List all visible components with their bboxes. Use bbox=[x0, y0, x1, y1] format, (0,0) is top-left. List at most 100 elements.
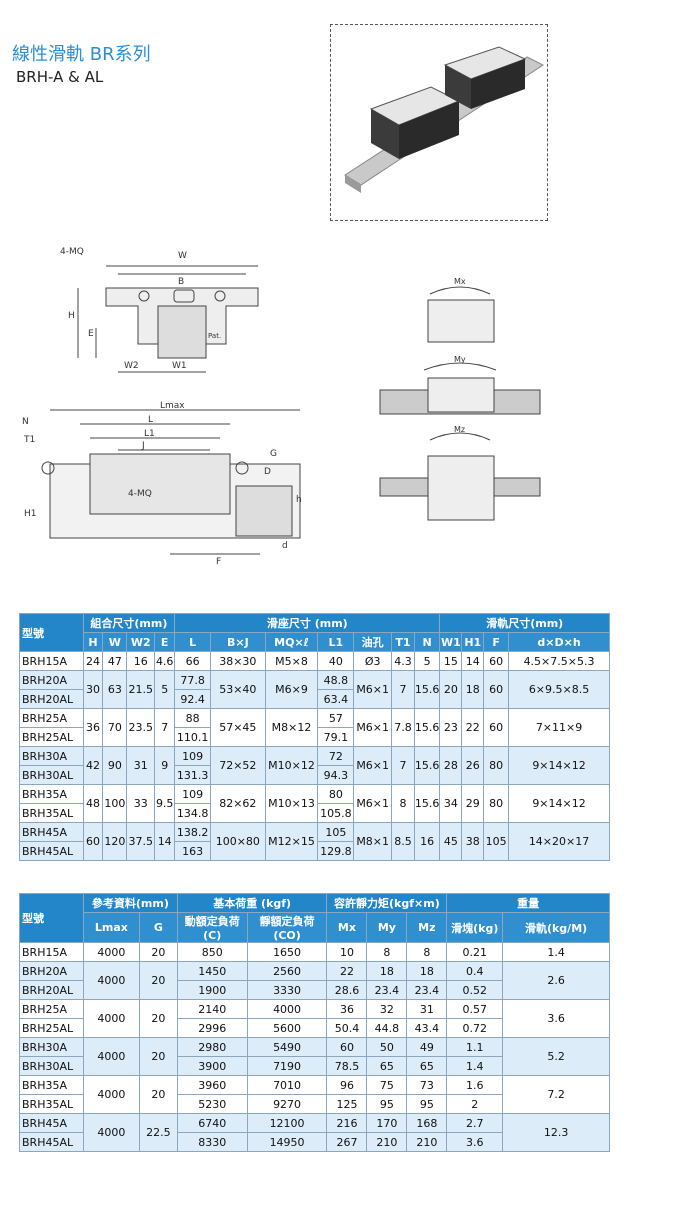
model-cell: BRH35AL bbox=[19, 803, 84, 823]
table2-col-header: Lmax bbox=[82, 912, 140, 943]
cell-bj: 82×62 bbox=[210, 784, 266, 823]
table1-header-assembly: 組合尺寸(mm) bbox=[82, 613, 176, 633]
cell-block: 0.52 bbox=[446, 980, 504, 1000]
cell-t1: 7 bbox=[391, 746, 415, 785]
cell-mz: 8 bbox=[406, 942, 448, 962]
model-cell: BRH20AL bbox=[19, 980, 84, 1000]
table2-col-header: 靜額定負荷(CO) bbox=[246, 912, 328, 943]
cell-my: 23.4 bbox=[366, 980, 408, 1000]
cell-l: 134.8 bbox=[174, 803, 212, 823]
cell-l1: 48.8 bbox=[317, 670, 355, 690]
cell-bj: 100×80 bbox=[210, 822, 266, 861]
table2-header-weight: 重量 bbox=[446, 893, 610, 913]
cell-block: 2 bbox=[446, 1094, 504, 1114]
cell-w2: 31 bbox=[126, 746, 156, 785]
table2-col-header: 滑塊(kg) bbox=[446, 912, 504, 943]
cell-g: 22.5 bbox=[138, 1113, 178, 1152]
cell-l1: 105.8 bbox=[317, 803, 355, 823]
cell-co: 7190 bbox=[246, 1056, 328, 1076]
table2-col-header: 滑軌(kg/M) bbox=[502, 912, 610, 943]
cell-mz: 210 bbox=[406, 1132, 448, 1152]
table2-col-header: 動額定負荷(C) bbox=[176, 912, 248, 943]
cell-my: 8 bbox=[366, 942, 408, 962]
table1-col-header: L1 bbox=[317, 632, 355, 652]
cell-l: 110.1 bbox=[174, 727, 212, 747]
cell-c: 6740 bbox=[176, 1113, 248, 1133]
model-cell: BRH15A bbox=[19, 942, 84, 962]
side-label-mq: 4-MQ bbox=[128, 489, 152, 499]
cell-n: 15.6 bbox=[413, 784, 441, 823]
cell-g: 20 bbox=[138, 1075, 178, 1114]
cell-mz: 65 bbox=[406, 1056, 448, 1076]
cell-block: 0.57 bbox=[446, 999, 504, 1019]
table1-col-header: L bbox=[174, 632, 212, 652]
cell-mx: 216 bbox=[326, 1113, 368, 1133]
cell-f: 60 bbox=[483, 708, 510, 747]
cell-my: 32 bbox=[366, 999, 408, 1019]
cell-mz: 95 bbox=[406, 1094, 448, 1114]
table2-header-model: 型號 bbox=[19, 893, 84, 943]
cell-my: 95 bbox=[366, 1094, 408, 1114]
cell-oil: M6×1 bbox=[353, 708, 393, 747]
cell-mx: 10 bbox=[326, 942, 368, 962]
table1-col-header: F bbox=[483, 632, 510, 652]
cell-block: 1.1 bbox=[446, 1037, 504, 1057]
cell-w2: 37.5 bbox=[126, 822, 156, 861]
cell-my: 75 bbox=[366, 1075, 408, 1095]
model-cell: BRH30A bbox=[19, 1037, 84, 1057]
table1-col-header: E bbox=[154, 632, 176, 652]
table2-col-header: My bbox=[366, 912, 408, 943]
front-label-pat: Pat. bbox=[208, 332, 221, 340]
model-cell: BRH45AL bbox=[19, 1132, 84, 1152]
cell-g: 20 bbox=[138, 942, 178, 962]
model-cell: BRH20AL bbox=[19, 689, 84, 709]
cell-lmax: 4000 bbox=[82, 1113, 140, 1152]
front-label-w2: W2 bbox=[124, 361, 139, 371]
model-cell: BRH15A bbox=[19, 651, 84, 671]
cell-l1: 57 bbox=[317, 708, 355, 728]
cell-c: 8330 bbox=[176, 1132, 248, 1152]
cell-e: 4.6 bbox=[154, 651, 176, 671]
cell-l: 109 bbox=[174, 746, 212, 766]
model-cell: BRH45AL bbox=[19, 841, 84, 861]
cell-lmax: 4000 bbox=[82, 961, 140, 1000]
cell-c: 3960 bbox=[176, 1075, 248, 1095]
cell-bj: 53×40 bbox=[210, 670, 266, 709]
cell-h1: 38 bbox=[461, 822, 485, 861]
cell-t1: 4.3 bbox=[391, 651, 415, 671]
cell-l1: 63.4 bbox=[317, 689, 355, 709]
cell-rail-weight: 3.6 bbox=[502, 999, 610, 1038]
model-cell: BRH25A bbox=[19, 708, 84, 728]
cell-lmax: 4000 bbox=[82, 999, 140, 1038]
cell-w: 90 bbox=[102, 746, 128, 785]
side-label-d-big: D bbox=[264, 467, 271, 477]
cell-mx: 28.6 bbox=[326, 980, 368, 1000]
cell-c: 1900 bbox=[176, 980, 248, 1000]
cell-l: 92.4 bbox=[174, 689, 212, 709]
table1-col-header: d×D×h bbox=[508, 632, 610, 652]
cell-l: 163 bbox=[174, 841, 212, 861]
cell-mq: M10×12 bbox=[264, 746, 319, 785]
cell-ddh: 9×14×12 bbox=[508, 784, 610, 823]
cell-mz: 168 bbox=[406, 1113, 448, 1133]
cell-f: 80 bbox=[483, 746, 510, 785]
cell-n: 5 bbox=[413, 651, 441, 671]
cell-c: 1450 bbox=[176, 961, 248, 981]
load-table: 型號 參考資料(mm) 基本荷重 (kgf) 容許靜力矩(kgf×m) 重量 L… bbox=[19, 893, 610, 1152]
cell-w: 100 bbox=[102, 784, 128, 823]
table1-header-rail: 滑軌尺寸(mm) bbox=[439, 613, 610, 633]
model-cell: BRH45A bbox=[19, 822, 84, 842]
cell-mz: 31 bbox=[406, 999, 448, 1019]
side-label-h1: H1 bbox=[24, 509, 37, 519]
cell-mx: 36 bbox=[326, 999, 368, 1019]
cell-bj: 72×52 bbox=[210, 746, 266, 785]
cell-ddh: 7×11×9 bbox=[508, 708, 610, 747]
